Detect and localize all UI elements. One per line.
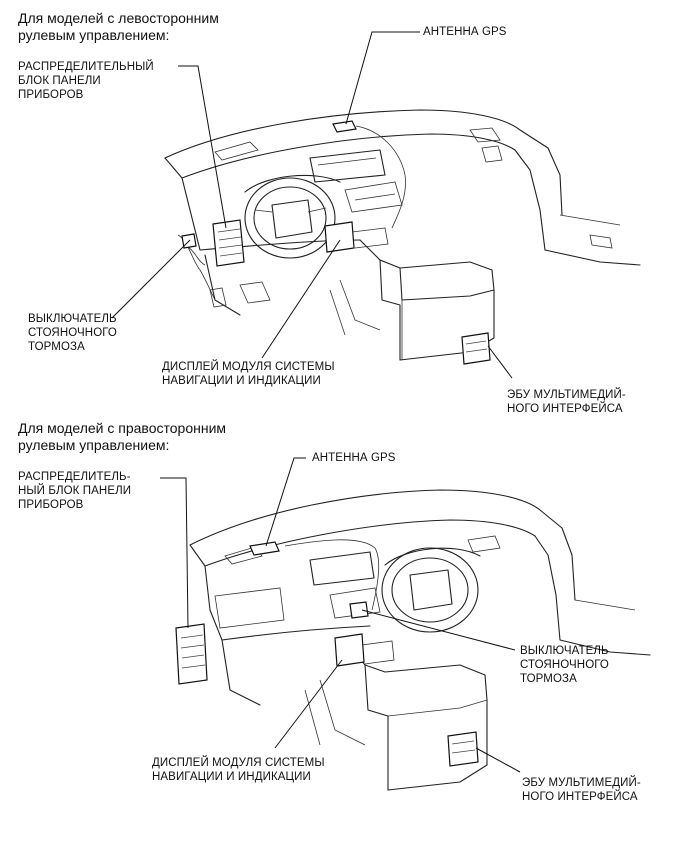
lhd-gps-antenna-label: АНТЕННА GPS [423,26,507,38]
rhd-multimedia-ecu-label: ЭБУ МУЛЬТИМЕДИЙ- НОГО ИНТЕРФЕЙСА [522,777,641,803]
rhd-gps-antenna-part [249,541,280,556]
lhd-gps-antenna-part [332,120,406,229]
rhd-dashboard-illustration [189,489,651,791]
lhd-multimedia-ecu-label: ЭБУ МУЛЬТИМЕДИЙ- НОГО ИНТЕРФЕЙСА [507,389,626,415]
lhd-junction-block-part [212,219,245,267]
rhd-leader-lines [160,457,521,773]
rhd-parking-brake-switch-label: ВЫКЛЮЧАТЕЛЬ СТОЯНОЧНОГО ТОРМОЗА [520,645,609,685]
lhd-parking-brake-switch-label: ВЫКЛЮЧАТЕЛЬ СТОЯНОЧНОГО ТОРМОЗА [28,313,117,353]
lhd-section-heading: Для моделей с левосторонним рулевым упра… [18,10,219,43]
lhd-junction-block-label: РАСПРЕДЕЛИТЕЛЬНЫЙ БЛОК ПАНЕЛИ ПРИБОРОВ [18,61,154,101]
rhd-section-heading: Для моделей с правосторонним рулевым упр… [18,420,227,453]
rhd-junction-block-part [175,623,208,685]
lhd-nav-display-part [324,221,389,253]
lhd-nav-display-label: ДИСПЛЕЙ МОДУЛЯ СИСТЕМЫ НАВИГАЦИИ И ИНДИК… [162,361,335,387]
rhd-nav-display-part [334,633,395,667]
rhd-parking-brake-switch-part [349,601,369,619]
rhd-nav-display-label: ДИСПЛЕЙ МОДУЛЯ СИСТЕМЫ НАВИГАЦИИ И ИНДИК… [152,757,325,783]
lhd-multimedia-ecu-part [461,332,491,365]
rhd-multimedia-ecu-part [447,731,479,767]
rhd-junction-block-label: РАСПРЕДЕЛИТЕЛЬ- НЫЙ БЛОК ПАНЕЛИ ПРИБОРОВ [18,471,132,511]
rhd-gps-antenna-label: АНТЕННА GPS [312,452,396,464]
lhd-leader-lines [111,31,513,379]
